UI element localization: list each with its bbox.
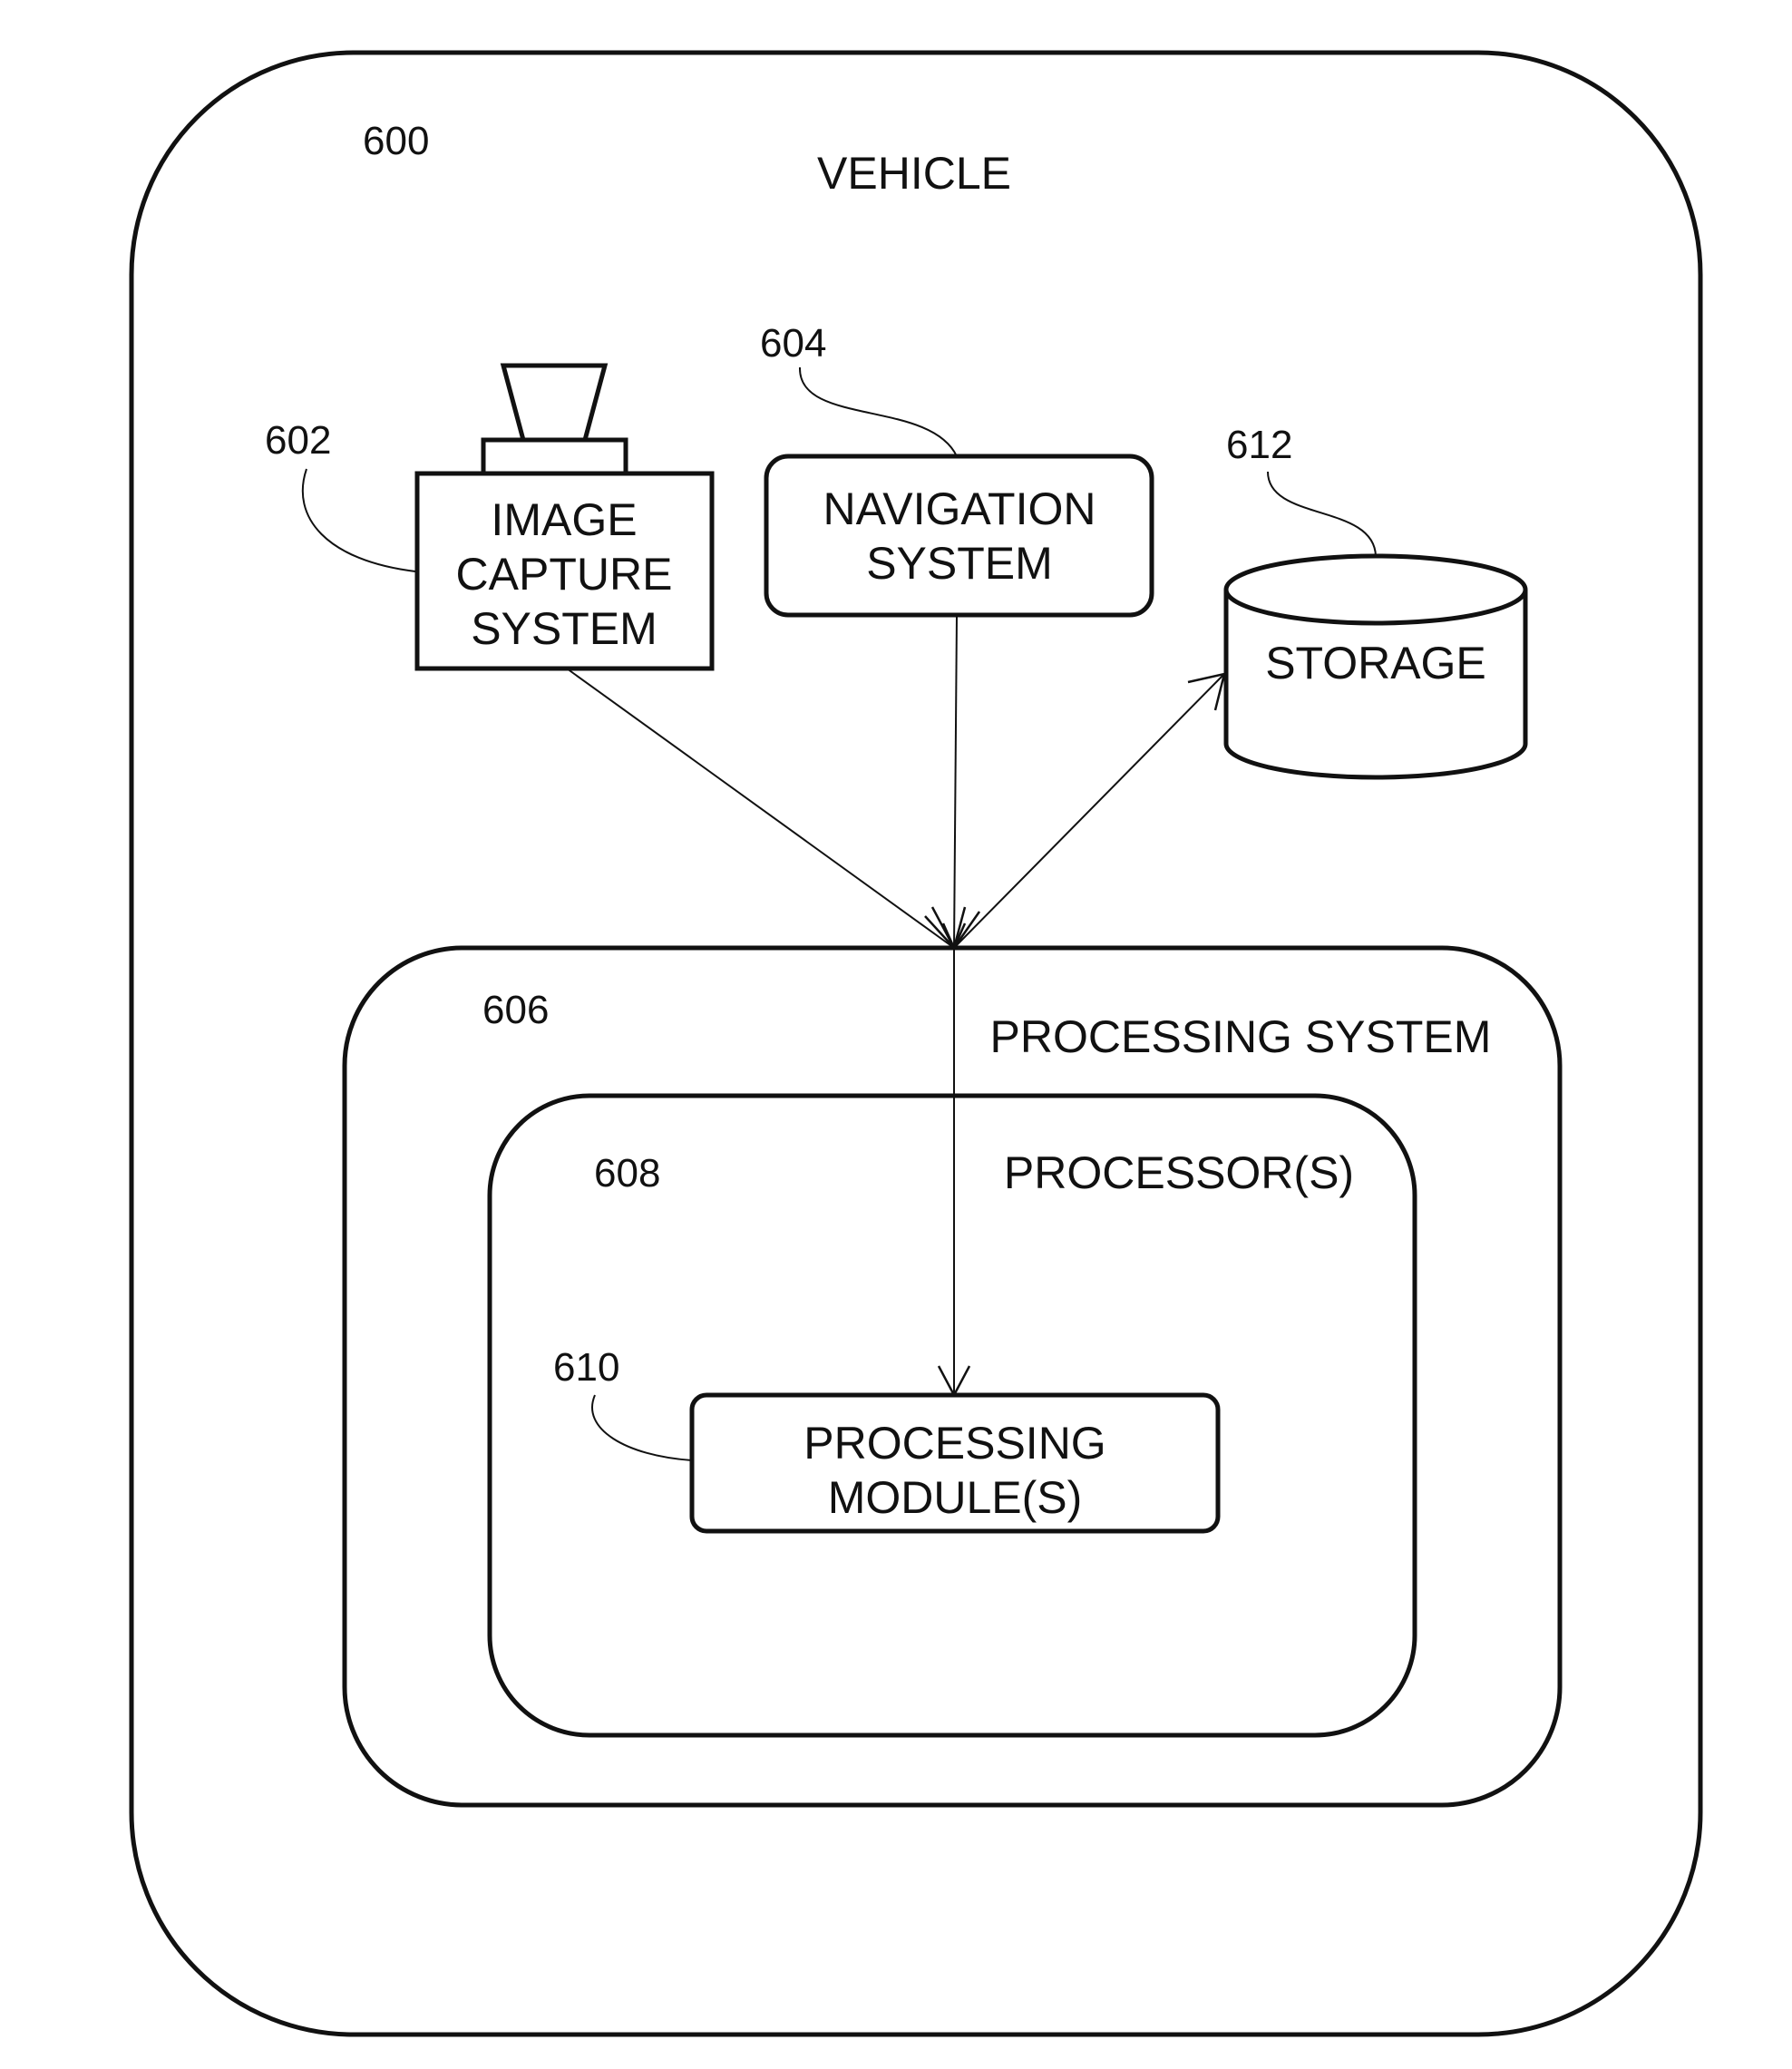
arrowhead-from-storage xyxy=(954,907,979,948)
storage-label: STORAGE xyxy=(1265,638,1486,688)
processing-module-label-line2: MODULE(S) xyxy=(828,1472,1083,1523)
navigation-box xyxy=(766,456,1152,615)
processors-ref: 608 xyxy=(594,1151,660,1196)
arrowhead-from-image-capture xyxy=(925,907,954,948)
camera-mount xyxy=(483,440,626,473)
vehicle-title: VEHICLE xyxy=(817,148,1011,199)
navigation-system: NAVIGATION SYSTEM xyxy=(766,456,1152,615)
processing-module-leader xyxy=(592,1395,692,1460)
processing-system-title: PROCESSING SYSTEM xyxy=(990,1011,1492,1062)
image-capture-system: IMAGE CAPTURE SYSTEM xyxy=(417,366,712,669)
image-capture-label-line1: IMAGE xyxy=(491,494,637,545)
storage: STORAGE xyxy=(1226,556,1525,777)
navigation-connector xyxy=(954,615,957,948)
navigation-ref: 604 xyxy=(760,321,826,366)
image-capture-ref: 602 xyxy=(265,418,331,463)
processing-system-boundary xyxy=(345,948,1560,1805)
processing-system-ref: 606 xyxy=(482,988,549,1032)
storage-ref: 612 xyxy=(1226,423,1292,467)
camera-lens-icon xyxy=(503,366,605,440)
processors-title: PROCESSOR(S) xyxy=(1004,1147,1354,1198)
image-capture-connector xyxy=(567,669,954,948)
image-capture-label-line2: CAPTURE xyxy=(456,549,673,600)
processing-module-ref: 610 xyxy=(553,1345,619,1390)
storage-leader xyxy=(1268,472,1376,556)
processing-module: PROCESSING MODULE(S) xyxy=(692,1395,1218,1531)
image-capture-leader xyxy=(303,469,415,571)
storage-cylinder-top xyxy=(1226,556,1525,623)
navigation-label-line2: SYSTEM xyxy=(866,538,1053,589)
processing-module-label-line1: PROCESSING xyxy=(803,1418,1105,1469)
vehicle-ref: 600 xyxy=(363,119,429,163)
storage-connector xyxy=(954,674,1224,948)
image-capture-label-line3: SYSTEM xyxy=(471,603,657,654)
navigation-leader xyxy=(800,367,957,456)
navigation-label-line1: NAVIGATION xyxy=(823,483,1096,534)
